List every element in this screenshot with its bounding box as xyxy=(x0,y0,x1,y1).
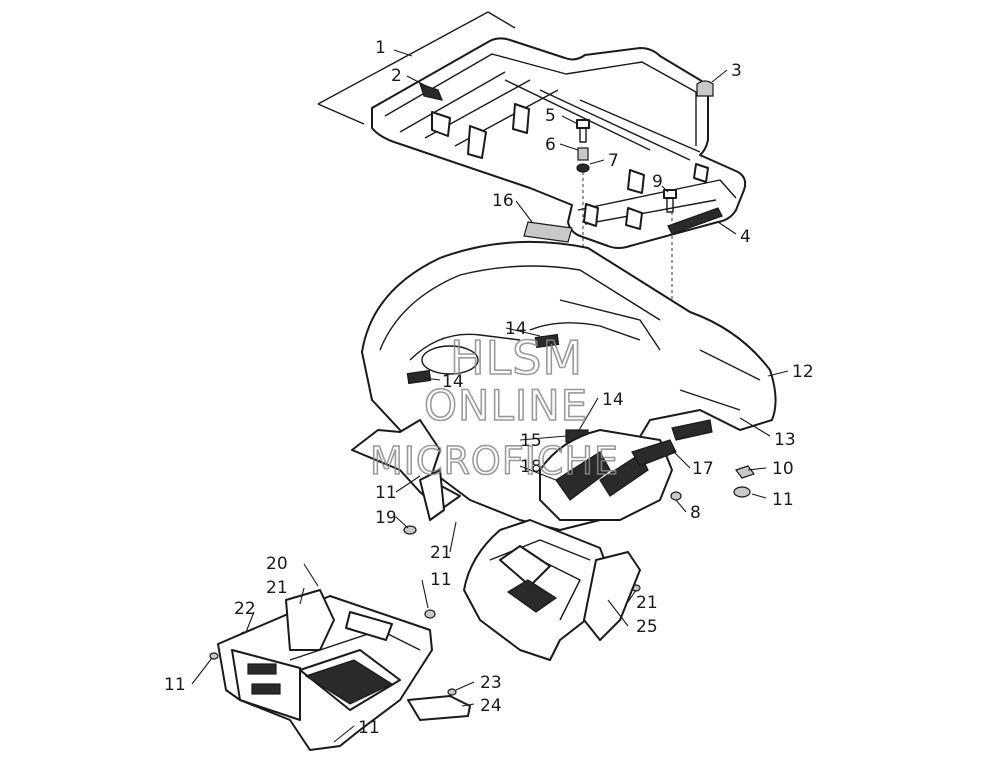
callout-11-mid: 11 xyxy=(375,483,397,503)
callout-2: 2 xyxy=(391,66,402,86)
right-footwell xyxy=(463,519,641,661)
callout-19: 19 xyxy=(375,508,397,528)
watermark-line1: HLSM xyxy=(450,331,583,385)
callout-24: 24 xyxy=(480,696,502,716)
callout-23: 23 xyxy=(480,673,502,693)
callout-11-bottom: 11 xyxy=(358,718,380,738)
callout-20: 20 xyxy=(266,554,288,574)
part-3-cap xyxy=(696,80,714,97)
callout-25: 25 xyxy=(636,617,658,637)
callout-10: 10 xyxy=(772,459,794,479)
part-2-bracket xyxy=(419,83,443,101)
callout-15: 15 xyxy=(520,431,542,451)
callout-3: 3 xyxy=(731,61,742,81)
callout-17: 17 xyxy=(692,459,714,479)
callout-14-right: 14 xyxy=(602,390,624,410)
callout-21-right: 21 xyxy=(636,593,658,613)
rear-rack xyxy=(317,11,747,249)
callout-21-mid: 21 xyxy=(430,543,452,563)
watermark: HLSM ONLINE MICROFICHE xyxy=(369,330,619,484)
callout-22: 22 xyxy=(234,599,256,619)
callout-9: 9 xyxy=(652,172,663,192)
callout-18: 18 xyxy=(520,457,542,477)
callout-16: 16 xyxy=(492,191,514,211)
watermark-line3: MICROFICHE xyxy=(370,439,619,483)
callout-14-top: 14 xyxy=(505,319,527,339)
callout-6: 6 xyxy=(545,135,556,155)
callout-8: 8 xyxy=(690,503,701,523)
callout-12: 12 xyxy=(792,362,814,382)
callout-7: 7 xyxy=(608,151,619,171)
callout-5: 5 xyxy=(545,106,556,126)
callout-13: 13 xyxy=(774,430,796,450)
callout-21-left: 21 xyxy=(266,578,288,598)
watermark-line2: ONLINE xyxy=(424,381,588,430)
callout-14-left: 14 xyxy=(442,372,464,392)
callout-1: 1 xyxy=(375,38,386,58)
callout-11-left: 11 xyxy=(164,675,186,695)
left-footwell xyxy=(217,589,433,751)
callout-4: 4 xyxy=(740,227,751,247)
small-hardware xyxy=(209,465,755,748)
part-24-plate xyxy=(407,695,471,721)
rear-fender xyxy=(351,240,777,531)
callout-11-upper: 11 xyxy=(430,570,452,590)
part-16-decal xyxy=(523,221,573,243)
callout-numbers: 1 2 3 4 5 6 7 9 16 12 13 10 11 8 17 14 1… xyxy=(164,38,814,738)
callout-11-right: 11 xyxy=(772,490,794,510)
leader-lines xyxy=(191,49,789,743)
